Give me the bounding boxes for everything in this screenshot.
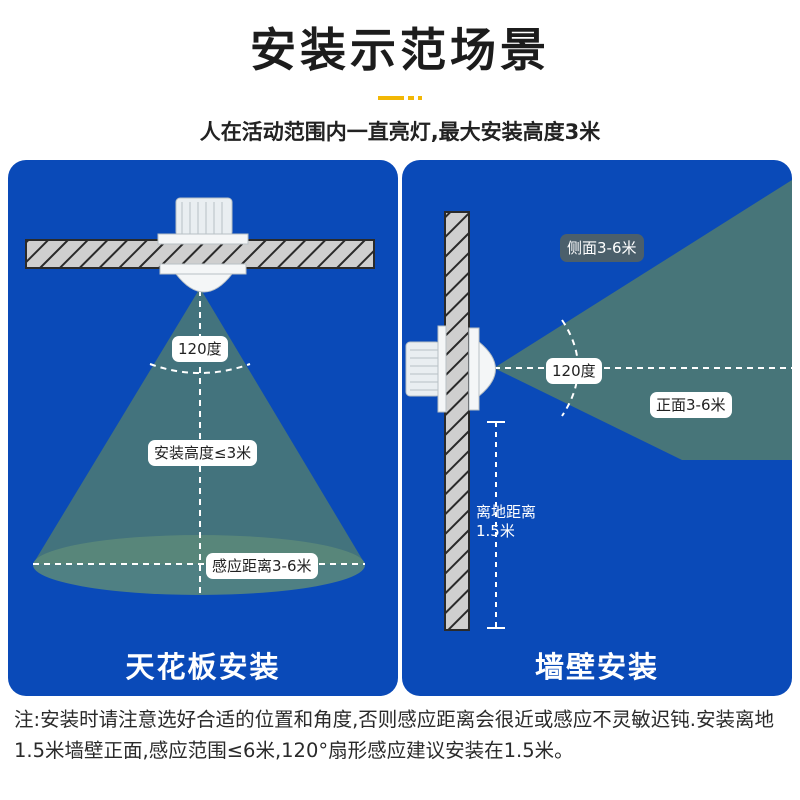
wall-install-panel: 侧面3-6米 120度 正面3-6米 离地距离 1.5米 墙壁安装 xyxy=(402,160,792,696)
wall-slab xyxy=(444,211,470,631)
ceiling-install-panel: 120度 安装高度≤3米 感应距离3-6米 天花板安装 xyxy=(8,160,398,696)
accent-segment xyxy=(378,96,404,100)
accent-segment xyxy=(418,96,422,100)
ground-label-line1: 离地距离 xyxy=(476,503,537,521)
detection-cone xyxy=(494,180,792,460)
pir-sensor-icon xyxy=(405,325,496,413)
pir-sensor-icon xyxy=(157,197,249,293)
ceiling-diagram xyxy=(25,197,375,596)
angle-arc xyxy=(561,319,579,417)
wall-angle-label: 120度 xyxy=(546,358,602,384)
ceiling-range-label: 感应距离3-6米 xyxy=(206,553,318,579)
accent-segment xyxy=(408,96,414,100)
wall-ground-label: 离地距离 1.5米 xyxy=(476,503,536,541)
wall-side-label: 侧面3-6米 xyxy=(560,234,644,262)
ceiling-install-label: 天花板安装 xyxy=(125,650,281,684)
ground-label-line2: 1.5米 xyxy=(476,522,515,540)
ceiling-height-label: 安装高度≤3米 xyxy=(148,440,258,466)
angle-arc xyxy=(149,363,251,374)
installation-note: 注:安装时请注意选好合适的位置和角度,否则感应距离会很近或感应不灵敏迟钝.安装离… xyxy=(14,708,774,762)
page-title: 安装示范场景 xyxy=(250,23,550,77)
wall-front-label: 正面3-6米 xyxy=(650,392,732,418)
wall-install-label: 墙壁安装 xyxy=(534,650,659,684)
title-accent-bar xyxy=(378,96,422,100)
wall-diagram xyxy=(405,180,792,631)
page-subtitle: 人在活动范围内一直亮灯,最大安装高度3米 xyxy=(199,120,601,144)
ceiling-angle-label: 120度 xyxy=(172,336,228,362)
